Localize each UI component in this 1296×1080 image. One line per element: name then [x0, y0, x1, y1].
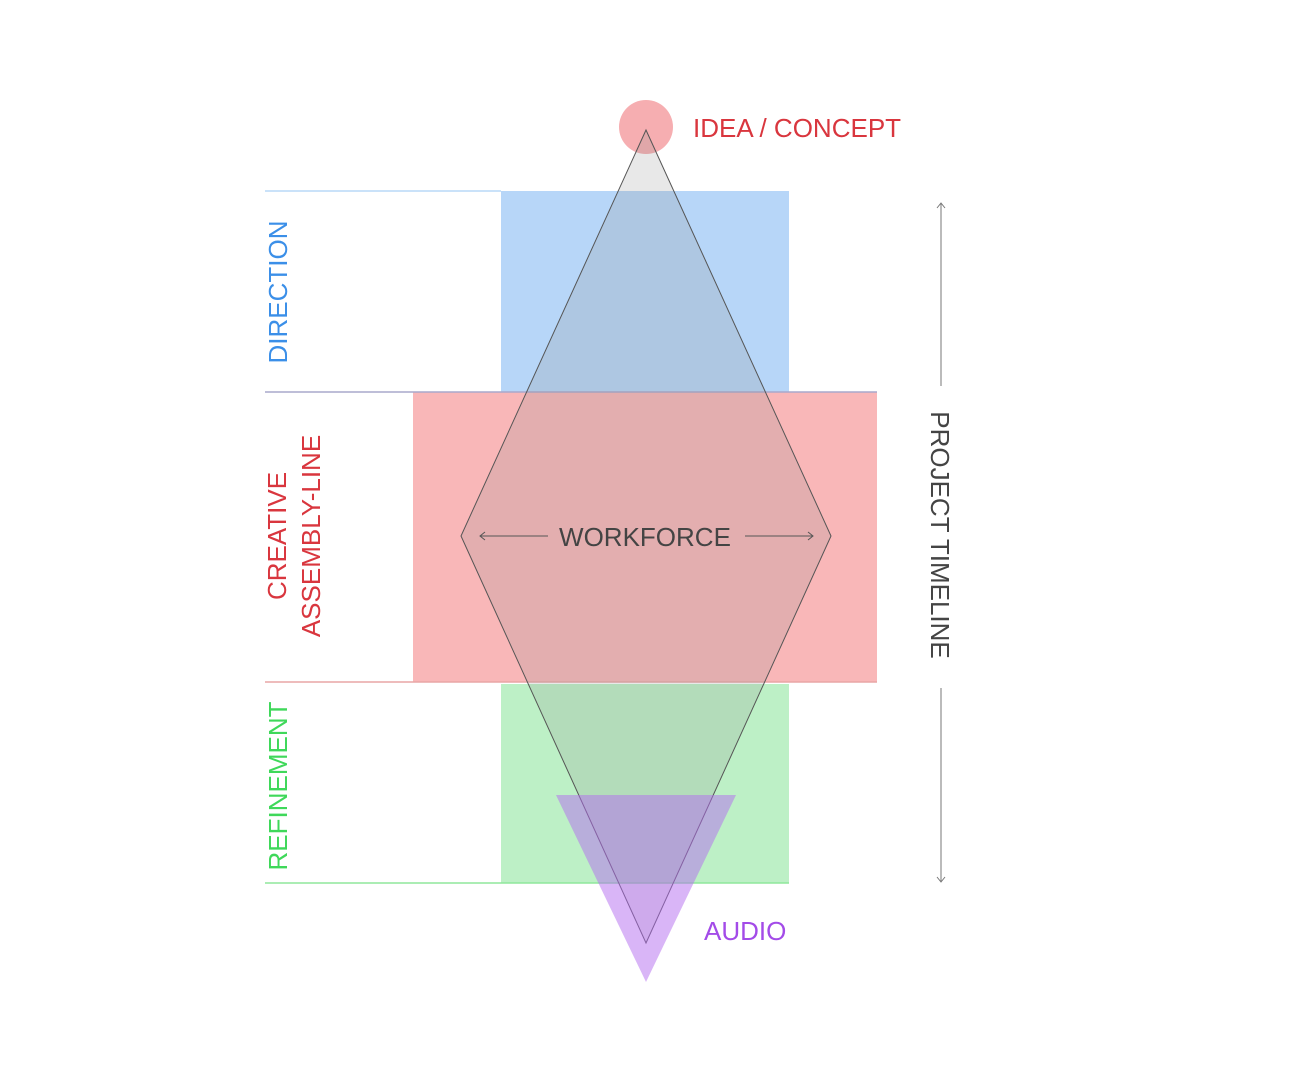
audio-label: AUDIO [704, 916, 786, 946]
direction-label: DIRECTION [263, 221, 293, 364]
creative-label-line2: ASSEMBLY-LINE [296, 435, 326, 637]
idea-circle [619, 100, 673, 154]
workforce-arrow-left [479, 531, 548, 541]
refinement-label: REFINEMENT [263, 701, 293, 870]
workforce-arrow-right [745, 531, 814, 541]
timeline-arrow-up [936, 202, 946, 386]
creative-band [413, 392, 877, 682]
creative-label-line1: CREATIVE [262, 472, 292, 600]
workforce-label: WORKFORCE [559, 522, 731, 552]
project-timeline-label: PROJECT TIMELINE [925, 411, 955, 659]
audio-triangle [556, 795, 736, 982]
idea-concept-label: IDEA / CONCEPT [693, 113, 901, 143]
direction-band [501, 191, 789, 392]
timeline-arrow-down [936, 688, 946, 883]
